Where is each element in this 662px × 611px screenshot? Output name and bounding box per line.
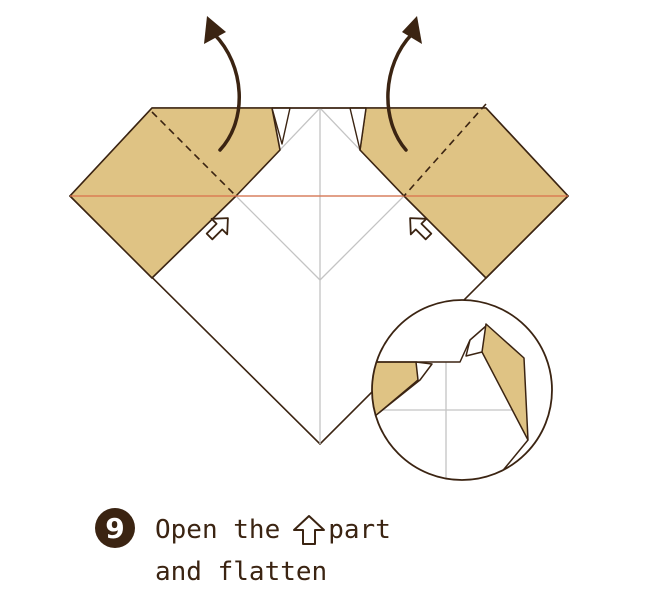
- dashed-fold-lines: [151, 103, 487, 197]
- curved-up-arrow-icon: [386, 16, 422, 152]
- curved-up-arrow-icon: [204, 16, 241, 152]
- instruction-text-flatten: and flatten: [155, 557, 328, 587]
- instruction-line-1: Open the part: [155, 514, 391, 546]
- instruction-text-open: Open the: [155, 515, 281, 545]
- instruction-line-2: and flatten: [155, 557, 327, 587]
- instruction-text-part: part: [328, 515, 391, 545]
- up-arrow-outline-icon: [293, 515, 326, 545]
- hollow-push-arrow-icon: [205, 217, 229, 241]
- step-number-badge: 9: [95, 508, 135, 548]
- magnified-detail-circle: [371, 299, 553, 481]
- hollow-push-arrow-icon: [409, 217, 433, 241]
